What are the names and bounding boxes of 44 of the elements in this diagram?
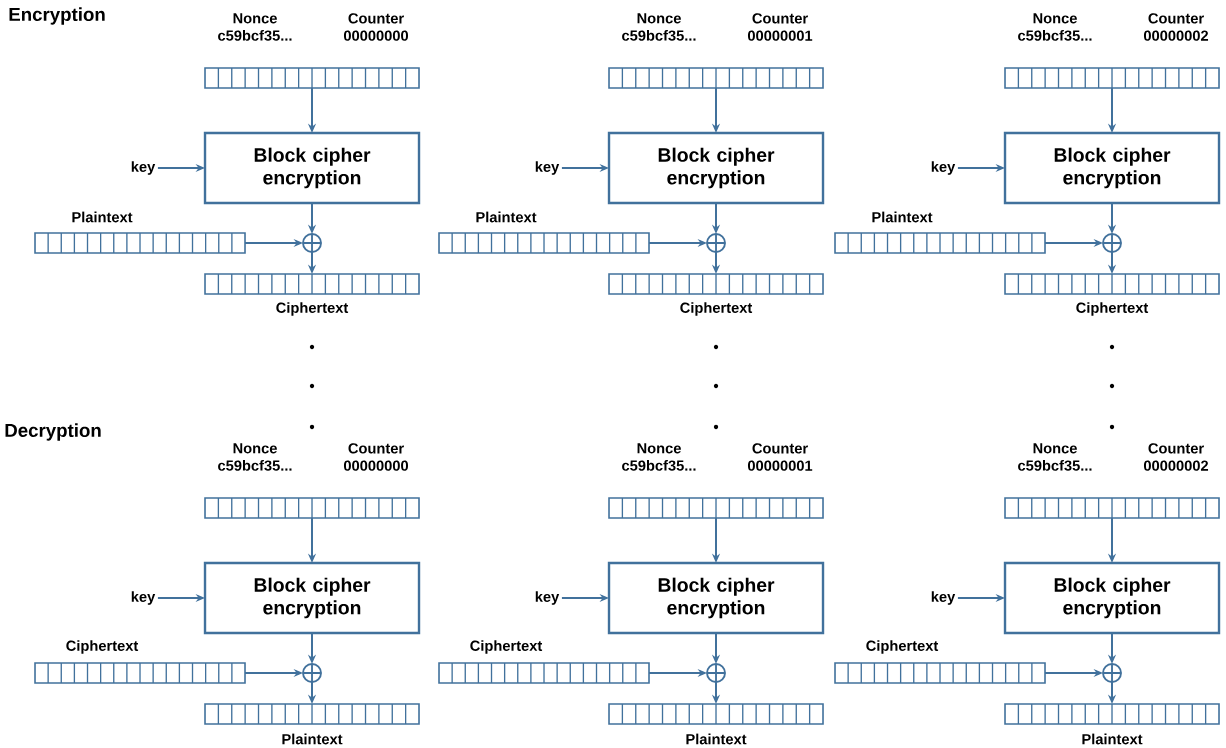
key-label: key bbox=[131, 161, 156, 175]
section-title: Encryption bbox=[9, 7, 105, 25]
key-label: key bbox=[535, 591, 560, 605]
heading: Nonce c59bcf35... bbox=[1018, 443, 1092, 471]
key-label: key bbox=[931, 591, 956, 605]
heading: Counter 00000001 bbox=[747, 13, 813, 41]
xor-symbol bbox=[302, 233, 322, 253]
xor-symbol bbox=[302, 663, 322, 683]
cipher-box: Block cipher encryption bbox=[607, 131, 825, 205]
heading: Nonce c59bcf35... bbox=[1018, 13, 1092, 41]
heading: Plaintext bbox=[72, 211, 133, 223]
heading: Counter 00000000 bbox=[343, 443, 408, 471]
xor-symbol bbox=[1102, 663, 1122, 683]
heading: Counter 00000002 bbox=[1143, 13, 1209, 41]
cipher-box: Block cipher encryption bbox=[203, 561, 421, 635]
heading: Plaintext bbox=[282, 733, 343, 745]
heading: Plaintext bbox=[872, 211, 933, 223]
xor-symbol bbox=[1102, 233, 1122, 253]
cipher-box: Block cipher encryption bbox=[1003, 561, 1221, 635]
heading: Plaintext bbox=[1082, 733, 1143, 745]
xor-symbol bbox=[706, 663, 726, 683]
heading: Ciphertext bbox=[1076, 302, 1149, 316]
heading: Ciphertext bbox=[66, 640, 139, 654]
heading: Ciphertext bbox=[866, 640, 939, 654]
heading: Counter 00000001 bbox=[747, 443, 813, 471]
heading: Plaintext bbox=[476, 211, 537, 223]
key-label: key bbox=[131, 591, 156, 605]
heading: Ciphertext bbox=[680, 302, 753, 316]
heading: Plaintext bbox=[686, 733, 747, 745]
section-title: Decryption bbox=[5, 423, 101, 441]
heading: Nonce c59bcf35... bbox=[622, 13, 696, 41]
heading: Nonce c59bcf35... bbox=[218, 443, 292, 471]
heading: Ciphertext bbox=[470, 640, 543, 654]
xor-symbol bbox=[706, 233, 726, 253]
key-label: key bbox=[931, 161, 956, 175]
cipher-box: Block cipher encryption bbox=[203, 131, 421, 205]
cipher-box: Block cipher encryption bbox=[607, 561, 825, 635]
cipher-box: Block cipher encryption bbox=[1003, 131, 1221, 205]
heading: Counter 00000000 bbox=[343, 13, 408, 41]
heading: Counter 00000002 bbox=[1143, 443, 1209, 471]
key-label: key bbox=[535, 161, 560, 175]
heading: Nonce c59bcf35... bbox=[218, 13, 292, 41]
heading: Ciphertext bbox=[276, 302, 349, 316]
heading: Nonce c59bcf35... bbox=[622, 443, 696, 471]
